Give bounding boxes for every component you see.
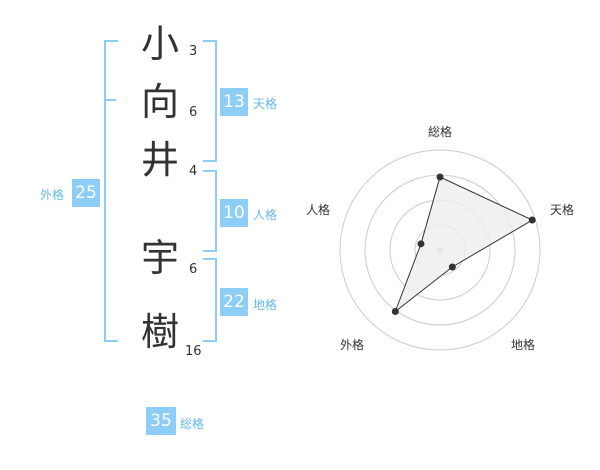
radar-center (437, 247, 443, 253)
radar-point-4 (391, 307, 399, 315)
gaikaku-bracket-tick (104, 99, 116, 101)
name-char-5: 樹 (140, 310, 179, 354)
stroke-count-4: 6 (189, 262, 198, 277)
radar-ring (414, 224, 466, 276)
radar-axis-label-chikaku: 地格 (510, 338, 535, 352)
chikaku-label: 地格 (253, 298, 278, 312)
radar-axis-label-tenkaku: 天格 (549, 203, 574, 217)
radar-axis-label-jinkaku: 人格 (305, 203, 330, 217)
name-char-2: 向 (140, 80, 179, 124)
gaikaku-bracket (104, 40, 118, 342)
stroke-count-5: 16 (185, 344, 202, 359)
name-char-1: 小 (140, 22, 179, 66)
soukaku-label: 総格 (180, 417, 205, 431)
chikaku-score: 22 (220, 288, 248, 316)
name-char-4: 宇 (140, 236, 179, 280)
radar-point-1 (436, 173, 444, 181)
stroke-count-2: 6 (189, 105, 198, 120)
radar-axis-label-gaikaku: 外格 (339, 338, 364, 352)
tenkaku-bracket (203, 40, 217, 162)
soukaku-score: 35 (146, 407, 176, 435)
chikaku-bracket (203, 258, 217, 342)
radar-point-2 (528, 216, 536, 224)
radar-ring (364, 174, 516, 326)
stroke-count-3: 4 (189, 164, 198, 179)
stroke-count-1: 3 (189, 44, 198, 59)
radar-ring (339, 149, 541, 351)
radar-rings (339, 149, 541, 351)
radar-point-5 (417, 240, 425, 248)
radar-ring (389, 199, 491, 301)
radar-points (391, 173, 536, 315)
radar-point-3 (448, 263, 456, 271)
gaikaku-label: 外格 (40, 188, 65, 202)
name-char-3: 井 (140, 138, 179, 182)
tenkaku-score: 13 (220, 88, 248, 116)
jinkaku-bracket (203, 170, 217, 252)
gaikaku-score: 25 (72, 179, 100, 207)
radar-axis-label-soukaku: 総格 (427, 125, 452, 139)
radar-area (394, 176, 534, 313)
jinkaku-label: 人格 (253, 208, 278, 222)
jinkaku-score: 10 (220, 199, 248, 227)
tenkaku-label: 天格 (253, 97, 278, 111)
